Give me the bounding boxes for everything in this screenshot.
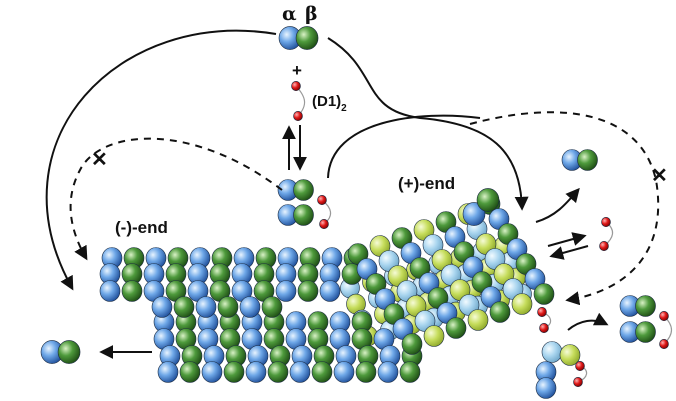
- lattice-subunit: [195, 296, 217, 318]
- lattice-subunit: [157, 361, 179, 383]
- released-complex-darpin-domain-a: [659, 310, 669, 322]
- tip-subunit: [476, 188, 500, 212]
- plus-end-protofilaments: [347, 188, 588, 399]
- minus-end-dimer-beta: [57, 340, 81, 364]
- cap-subunit: [559, 344, 581, 366]
- beta-label: β: [305, 3, 318, 25]
- dashed-arc-left: [69, 137, 283, 261]
- free-darpin-top-domain-b: [293, 110, 303, 122]
- bound-darpin-domain-a: [575, 360, 585, 372]
- arrow-release-dimer: [535, 187, 580, 223]
- blocked-marker-right: ✕: [651, 165, 668, 187]
- lattice-subunit: [217, 296, 239, 318]
- lattice-subunit: [239, 296, 261, 318]
- protofilament-subunit: [533, 283, 555, 305]
- arc-arrow-to-plus-end: [327, 37, 529, 211]
- lattice-subunit: [179, 361, 201, 383]
- lattice-subunit: [121, 280, 143, 302]
- free-darpin-top-domain-a: [291, 80, 301, 92]
- bound-darpin-domain-b: [573, 376, 583, 388]
- lattice-subunit: [319, 280, 341, 302]
- lattice-subunit: [311, 361, 333, 383]
- microtubule-lattice: [99, 247, 423, 383]
- protofilament-subunit: [423, 325, 445, 347]
- lattice-subunit: [333, 361, 355, 383]
- protofilament-subunit: [445, 317, 467, 339]
- complex-dimer-2-beta: [293, 204, 314, 226]
- lattice-subunit: [297, 280, 319, 302]
- lattice-subunit: [173, 296, 195, 318]
- cap-subunit: [535, 377, 557, 399]
- arc-arrow-to-minus-end: [45, 29, 277, 291]
- lattice-subunit: [275, 280, 297, 302]
- lattice-subunit: [261, 296, 283, 318]
- complex-darpin-domain-a: [317, 194, 327, 206]
- top-dimer-beta: [295, 26, 319, 50]
- lattice-subunit: [355, 361, 377, 383]
- lattice-subunit: [201, 361, 223, 383]
- equilibrium-darpin-left: [549, 245, 589, 260]
- protofilament-subunit: [401, 333, 423, 355]
- blocked-marker-left: ✕: [91, 149, 108, 171]
- released-darpin-domain-a: [601, 216, 611, 228]
- cap-subunit: [541, 341, 563, 363]
- darpin-label: (D1)2: [312, 93, 347, 114]
- lattice-subunit: [267, 361, 289, 383]
- alpha-label: α: [282, 3, 297, 25]
- protofilament-subunit: [489, 301, 511, 323]
- arrow-release-complex: [567, 312, 609, 331]
- protofilament-subunit: [467, 309, 489, 331]
- released-complex-1-beta: [635, 295, 656, 317]
- released-complex-2-beta: [635, 321, 656, 343]
- released-darpin-domain-b: [599, 240, 609, 252]
- lattice-subunit: [377, 361, 399, 383]
- bound-darpin-domain-b: [539, 322, 549, 334]
- lattice-subunit: [289, 361, 311, 383]
- free-dimers: [40, 26, 673, 364]
- dashed-arc-right: [469, 111, 660, 306]
- equilibrium-darpin-right: [547, 232, 587, 247]
- bound-darpin-domain-a: [537, 306, 547, 318]
- lattice-subunit: [99, 280, 121, 302]
- lattice-subunit: [399, 361, 421, 383]
- released-complex-darpin-domain-b: [659, 338, 669, 350]
- lattice-subunit: [245, 361, 267, 383]
- complex-darpin-domain-b: [319, 218, 329, 230]
- plus-sign: +: [292, 61, 302, 80]
- arrows: [45, 29, 660, 359]
- tip-subunit: [462, 202, 486, 226]
- plus-end-label: (+)-end: [398, 174, 455, 193]
- arc-complex-to-right: [327, 114, 481, 179]
- complex-dimer-1-beta: [293, 179, 314, 201]
- released-dimer-beta: [577, 149, 598, 171]
- lattice-subunit: [223, 361, 245, 383]
- lattice-subunit: [151, 296, 173, 318]
- minus-end-label: (-)-end: [115, 218, 168, 237]
- protofilament-subunit: [511, 293, 533, 315]
